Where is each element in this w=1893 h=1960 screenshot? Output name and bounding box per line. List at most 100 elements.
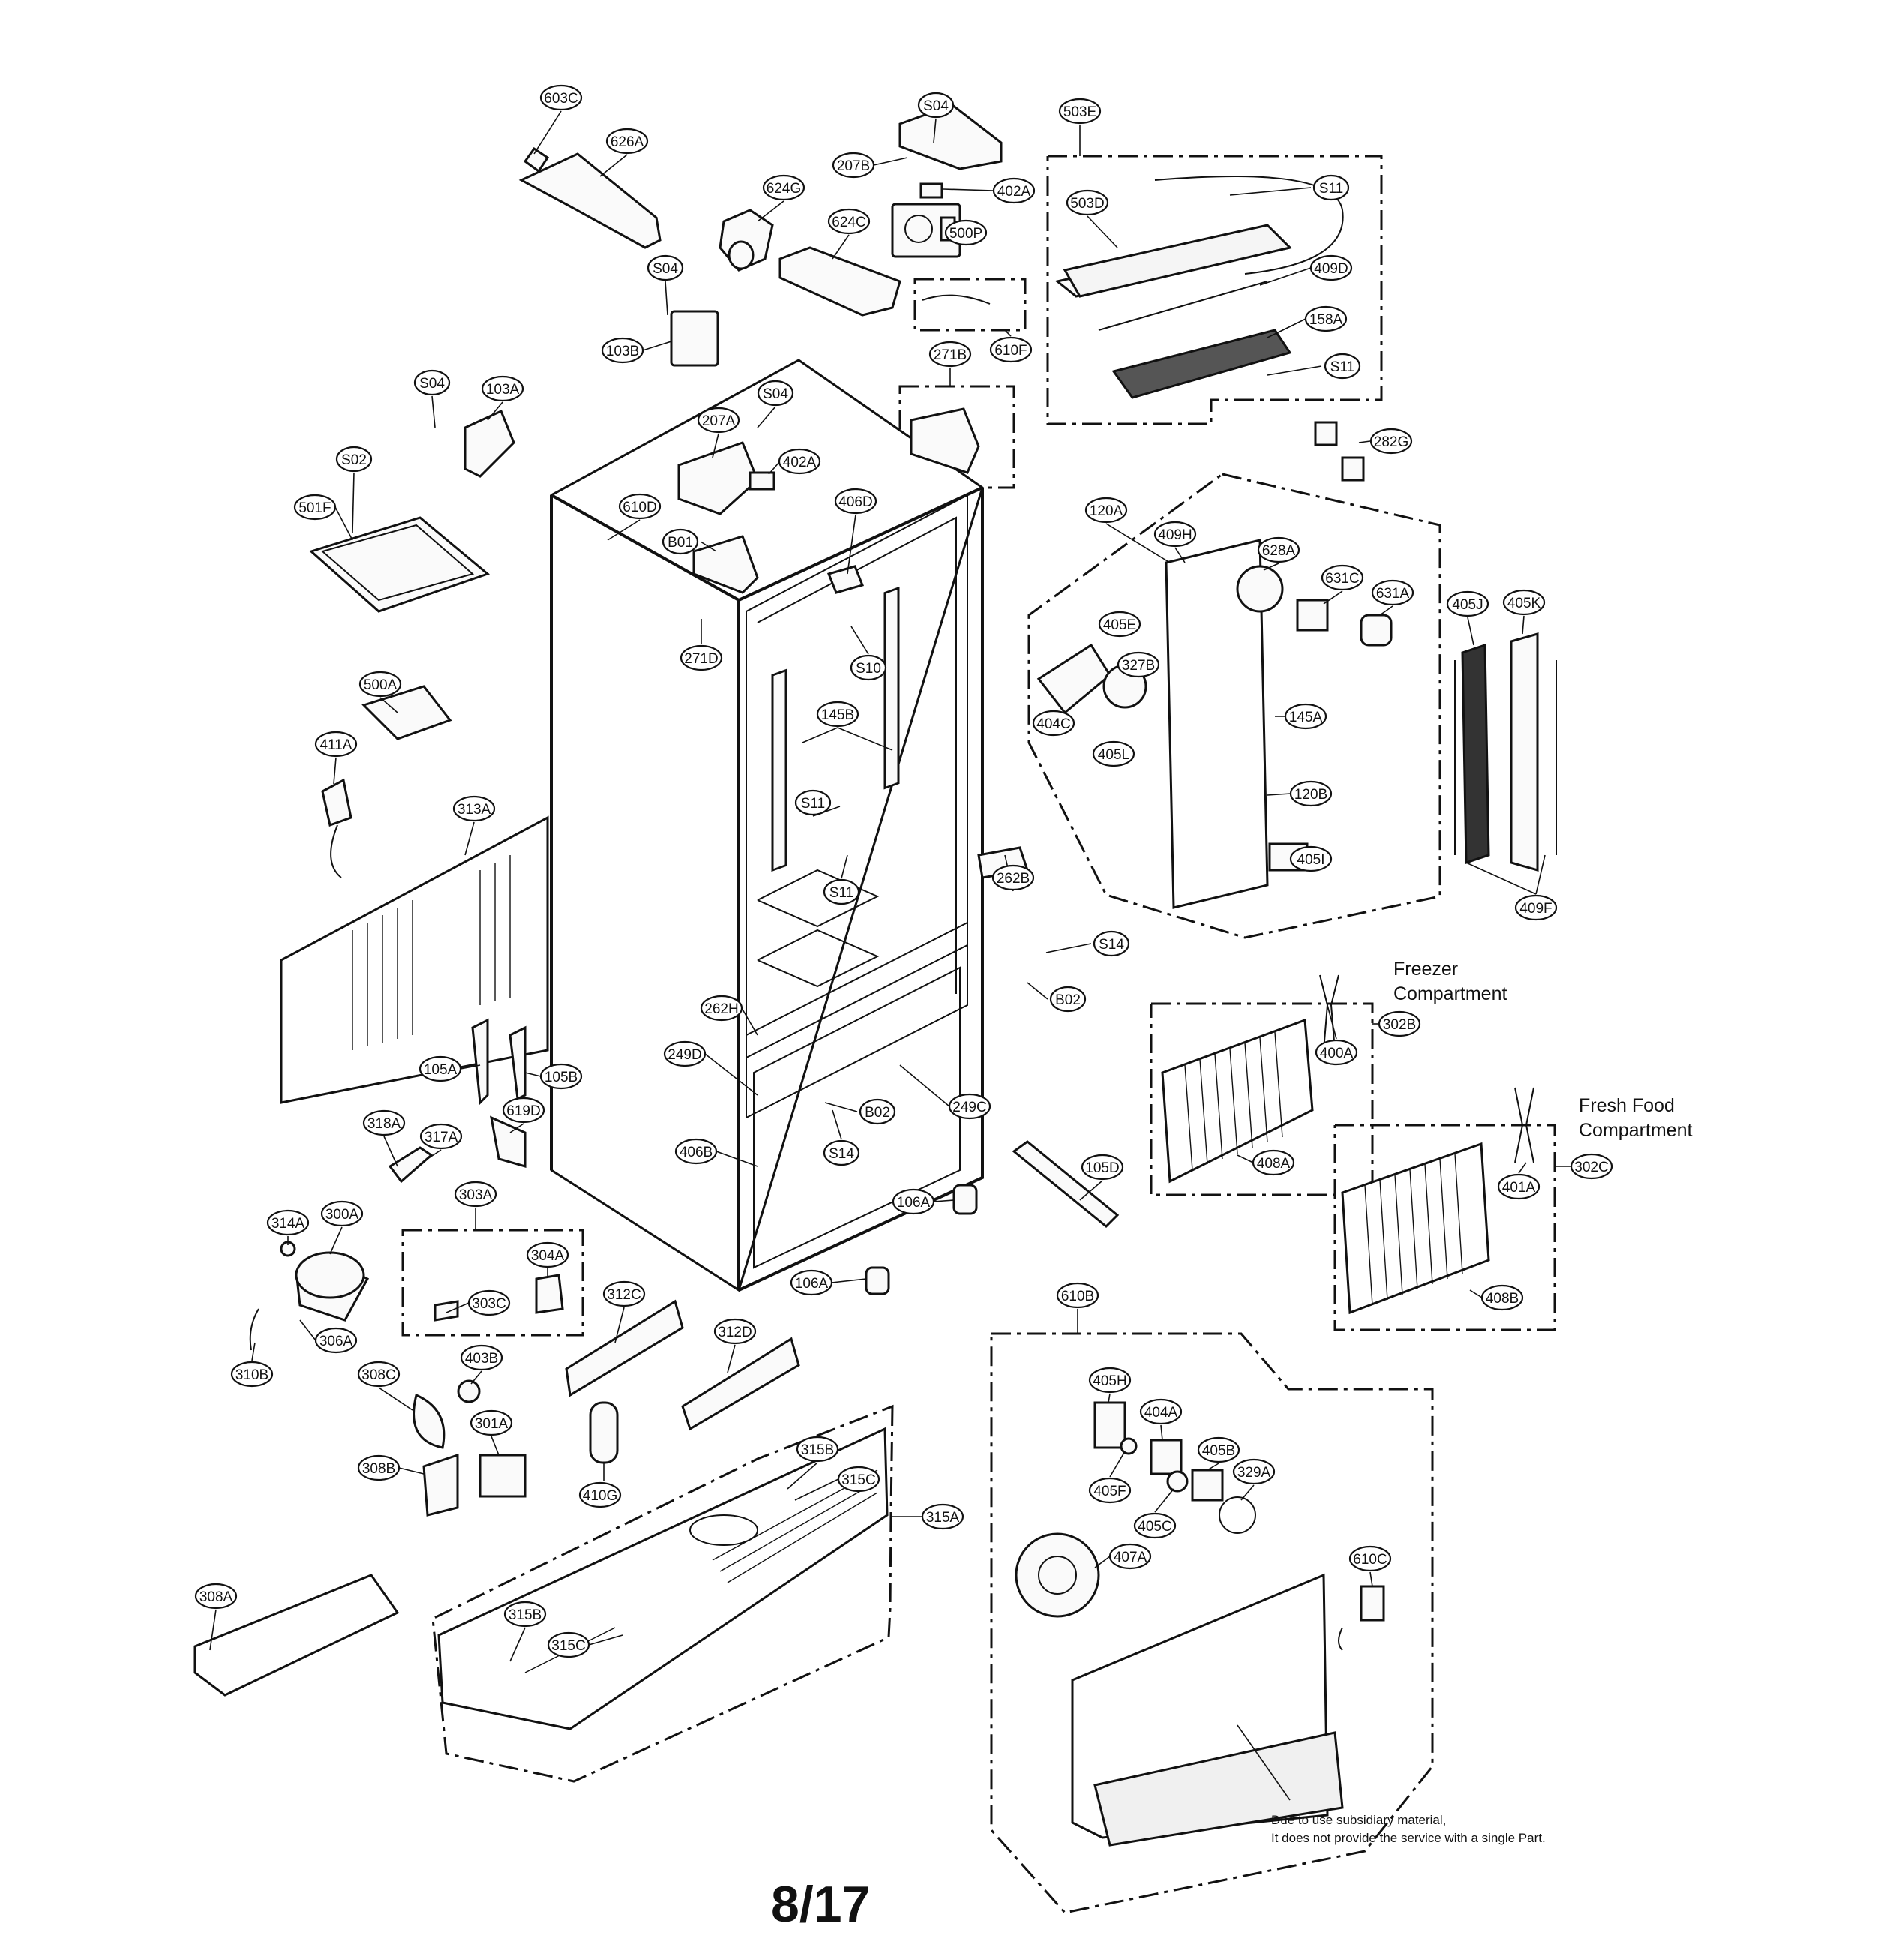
callout-bubble xyxy=(1446,590,1490,617)
callout-b01: B01 xyxy=(662,528,699,555)
callout-405c: 405C xyxy=(1133,1512,1177,1539)
callout-145a: 145A xyxy=(1284,703,1328,730)
callout-bubble xyxy=(1315,1039,1358,1066)
callout-bubble xyxy=(194,1583,238,1610)
callout-s11: S11 xyxy=(794,789,832,816)
callout-308c: 308C xyxy=(357,1361,400,1388)
callout-bubble xyxy=(358,671,402,698)
callout-bubble xyxy=(526,1241,569,1268)
callout-label: 300A xyxy=(326,1207,359,1223)
callout-315b: 315B xyxy=(503,1601,547,1628)
callout-bubble xyxy=(1289,845,1333,872)
callout-label: 610C xyxy=(1353,1552,1387,1568)
callout-631a: 631A xyxy=(1371,579,1414,606)
callout-315b: 315B xyxy=(796,1436,839,1463)
refrigerator-cabinet xyxy=(550,359,984,1292)
callout-bubble xyxy=(1049,986,1087,1013)
boundary-610B xyxy=(990,1332,1434,1914)
callout-s11: S11 xyxy=(823,878,860,905)
callout-bubble xyxy=(992,177,1036,204)
callout-label: 405H xyxy=(1093,1373,1126,1389)
callout-label: 402A xyxy=(998,184,1031,200)
callout-282g: 282G xyxy=(1370,428,1413,455)
left-parts xyxy=(194,516,564,1697)
callout-label: 308A xyxy=(200,1589,233,1605)
callout-bubble xyxy=(467,1289,511,1316)
callout-label: 315C xyxy=(551,1638,585,1654)
callout-bubble xyxy=(757,380,794,407)
callout-bubble xyxy=(680,644,723,671)
callout-s10: S10 xyxy=(850,654,887,681)
callout-bubble xyxy=(948,1093,992,1120)
callout-306a: 306A xyxy=(314,1327,358,1354)
callout-s11: S11 xyxy=(1312,174,1350,201)
callout-bubble xyxy=(602,1280,646,1307)
callout-628a: 628A xyxy=(1257,536,1300,563)
callout-405k: 405K xyxy=(1502,589,1546,616)
callout-262h: 262H xyxy=(700,995,743,1022)
callout-label: 619D xyxy=(506,1103,540,1119)
callout-bubble xyxy=(1502,589,1546,616)
callout-label: 303A xyxy=(459,1187,493,1203)
callout-bubble xyxy=(1321,564,1364,591)
callout-bubble xyxy=(1108,1543,1152,1570)
callout-label: S11 xyxy=(801,796,825,812)
callout-s14: S14 xyxy=(823,1139,860,1166)
callout-310b: 310B xyxy=(230,1361,274,1388)
callout-label: 409F xyxy=(1520,901,1552,917)
boundary-303A xyxy=(401,1229,584,1337)
callout-304a: 304A xyxy=(526,1241,569,1268)
callout-label: B02 xyxy=(1055,992,1081,1008)
callout-label: 406B xyxy=(680,1145,712,1160)
callout-313a: 313A xyxy=(452,795,496,822)
callout-631c: 631C xyxy=(1321,564,1364,591)
freezer-label-line2: Compartment xyxy=(1394,983,1507,1004)
callout-label: 303C xyxy=(472,1296,506,1312)
callout-bubble xyxy=(1378,1010,1421,1037)
callout-label: S11 xyxy=(1330,359,1354,375)
callout-label: 105A xyxy=(424,1062,458,1078)
callout-bubble xyxy=(1570,1153,1613,1180)
callout-label: 312C xyxy=(607,1287,640,1303)
callout-bubble xyxy=(834,488,878,515)
boundary-120A xyxy=(1028,473,1442,939)
callout-label: 329A xyxy=(1238,1465,1271,1481)
callout-label: 302C xyxy=(1574,1160,1608,1175)
callout-bubble xyxy=(662,528,699,555)
callout-bubble xyxy=(539,84,583,111)
callout-label: 207B xyxy=(837,158,870,174)
callout-label: 304A xyxy=(531,1248,565,1264)
callout-label: 313A xyxy=(458,802,491,818)
callout-label: S04 xyxy=(763,386,788,402)
callout-158a: 158A xyxy=(1304,305,1348,332)
callout-271b: 271B xyxy=(928,341,972,368)
callout-bubble xyxy=(796,1436,839,1463)
callout-label: 106A xyxy=(897,1195,931,1211)
callout-label: S04 xyxy=(923,98,949,114)
callout-402a: 402A xyxy=(992,177,1036,204)
callout-404a: 404A xyxy=(1139,1398,1183,1425)
callout-label: 401A xyxy=(1502,1180,1536,1196)
callout-label: 106A xyxy=(795,1276,829,1292)
callout-bubble xyxy=(601,337,644,364)
callout-bubble xyxy=(1348,1545,1392,1572)
callout-207b: 207B xyxy=(832,152,875,179)
callout-401a: 401A xyxy=(1497,1173,1540,1200)
callout-bubble xyxy=(1197,1436,1240,1463)
boundary-503E xyxy=(1046,155,1383,425)
callout-label: 400A xyxy=(1320,1046,1354,1061)
callout-label: S14 xyxy=(829,1146,854,1162)
callout-label: 407A xyxy=(1114,1550,1148,1565)
callout-bubble xyxy=(1232,1458,1276,1485)
callout-303a: 303A xyxy=(454,1181,497,1208)
callout-103b: 103B xyxy=(601,337,644,364)
callout-label: 500P xyxy=(950,226,982,242)
callout-label: 312D xyxy=(718,1325,752,1340)
callout-bubble xyxy=(1289,780,1333,807)
callout-624c: 624C xyxy=(827,208,871,235)
callout-bubble xyxy=(314,1327,358,1354)
bottom-center-parts xyxy=(437,846,1120,1730)
callout-label: 409D xyxy=(1314,261,1348,277)
callout-626a: 626A xyxy=(605,128,649,155)
